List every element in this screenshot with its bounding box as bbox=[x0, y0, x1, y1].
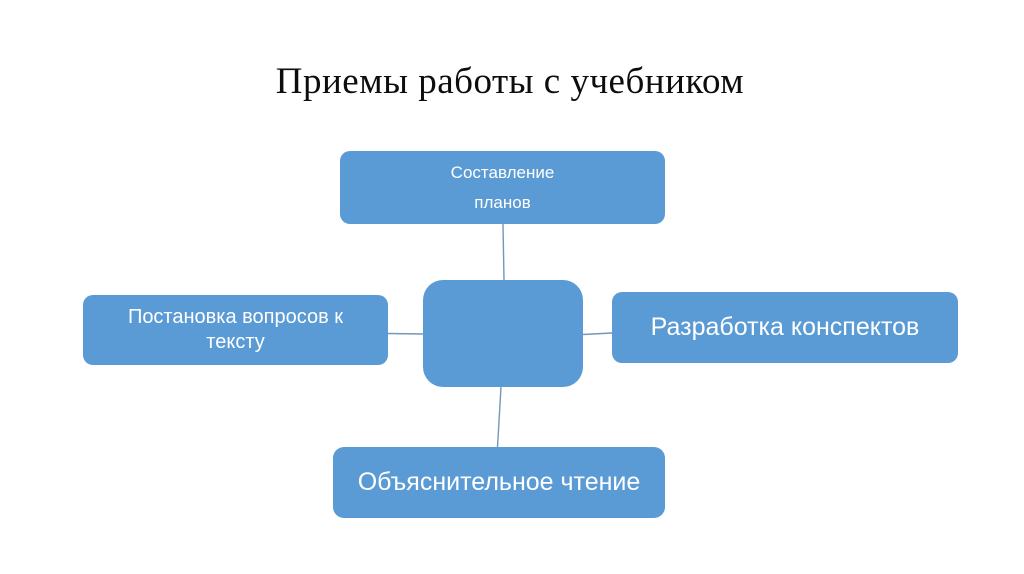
connector-center-to-bottom bbox=[496, 386, 502, 448]
node-label-line: тексту bbox=[206, 331, 265, 353]
diagram-node-left: Постановка вопросов к тексту bbox=[83, 295, 388, 365]
slide-title: Приемы работы с учебником bbox=[275, 61, 745, 102]
node-label-line: Объяснительное чтение bbox=[357, 468, 641, 496]
node-label-line: Постановка вопросов к bbox=[127, 306, 344, 328]
connector-left-to-center bbox=[387, 332, 424, 335]
diagram-node-top: Составление планов bbox=[340, 151, 665, 224]
diagram-node-center bbox=[423, 280, 583, 387]
connector-top-to-center bbox=[502, 223, 505, 281]
node-label-line: планов bbox=[474, 192, 531, 212]
node-label-line: Составление bbox=[450, 162, 555, 182]
diagram-node-right: Разработка конспектов bbox=[612, 292, 958, 363]
diagram-node-bottom: Объяснительное чтение bbox=[333, 447, 665, 518]
node-label-line: Разработка конспектов bbox=[650, 313, 920, 341]
connector-center-to-right bbox=[582, 332, 613, 336]
